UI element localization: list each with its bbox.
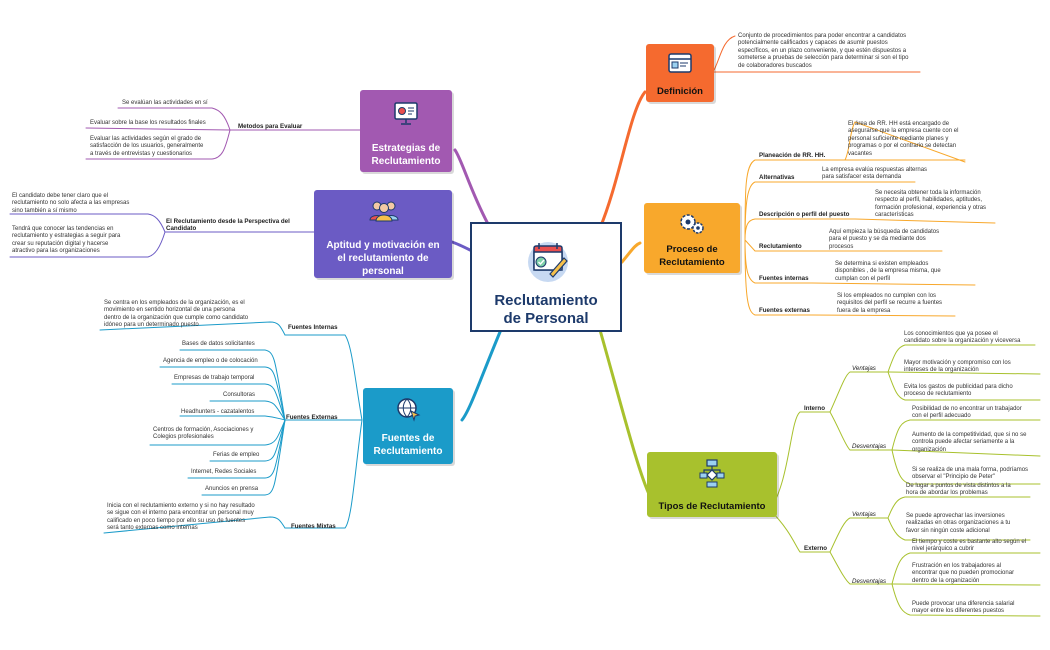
aptitud-item-2: Tendrá que conocer las tendencias en rec…	[12, 226, 121, 255]
branch-tipos	[598, 328, 654, 502]
gears-icon	[680, 214, 704, 234]
aptitud-item-1: El candidato debe tener claro que el rec…	[12, 193, 130, 214]
interno-desventaja-3: Si se realiza de una mala forma, podríam…	[912, 467, 1029, 481]
branch-estrategias	[453, 148, 490, 226]
externo-ventaja-1: De lugar a puntos de vista distintos a l…	[906, 483, 1011, 497]
branch-aptitud	[450, 240, 472, 252]
fuentes-internas-text: Se centra en los empleados de la organiz…	[104, 300, 249, 329]
estrategias-item-1: Se evalúan las actividades en sí	[122, 100, 208, 106]
proceso-text-planeacion: El área de RR. HH está encargado de aseg…	[848, 121, 959, 157]
proceso-label-reclutamiento: Reclutamiento	[759, 243, 802, 250]
estrategias-label: Metodos para Evaluar	[238, 123, 303, 130]
definicion-title: Definición	[657, 86, 703, 97]
fuentes-mixtas-text: Inicia con el reclutamiento externo y si…	[107, 503, 255, 532]
estrategias-item-3: Evaluar las actividades según el grado d…	[90, 136, 204, 157]
fuentes-externa-2: Agencia de empleo o de colocación	[163, 358, 258, 364]
tipos-interno-label: Interno	[804, 405, 825, 412]
interno-ventaja-2: Mayor motivación y compromiso con los in…	[904, 360, 1011, 374]
interno-ventajas-label: Ventajas	[852, 365, 876, 372]
branch-fuentes	[460, 330, 502, 422]
fuentes-externa-9: Anuncios en prensa	[205, 486, 259, 492]
node-tipos[interactable]: Tipos de Reclutamiento	[647, 452, 777, 517]
tipos-title: Tipos de Reclutamiento	[658, 501, 766, 512]
presentation-board-icon	[394, 102, 418, 125]
node-definicion[interactable]: Definición	[646, 44, 714, 102]
externo-desventaja-2: Frustración en los trabajadores al encon…	[912, 563, 1015, 584]
proceso-text-internas: Se determina si existen empleados dispon…	[835, 261, 941, 282]
interno-desventaja-2: Aumento de la competitividad, que si no …	[912, 432, 1027, 453]
globe-click-icon	[397, 398, 421, 422]
aptitud-label: El Reclutamiento desde la Perspectiva de…	[166, 218, 290, 232]
branch-proceso	[620, 241, 642, 264]
proceso-label-descripcion: Descripción o perfil del puesto	[759, 211, 850, 218]
fuentes-externa-1: Bases de datos solicitantes	[182, 341, 255, 347]
fuentes-internas-label: Fuentes Internas	[288, 324, 338, 331]
proceso-text-descripcion: Se necesita obtener toda la información …	[875, 190, 987, 219]
fuentes-externa-4: Consultoras	[223, 392, 256, 398]
fuentes-externas-label: Fuentes Externas	[286, 414, 338, 421]
tipos-externo-label: Externo	[804, 545, 828, 552]
fuentes-externa-5: Headhunters - cazatalentos	[181, 409, 255, 415]
interno-desventaja-1: Posibilidad de no encontrar un trabajado…	[912, 406, 1022, 420]
proceso-label-planeacion: Planeación de RR. HH.	[759, 152, 826, 159]
branch-definicion	[598, 90, 647, 230]
proceso-label-internas: Fuentes internas	[759, 275, 809, 282]
fuentes-mixtas-label: Fuentes Mixtas	[291, 523, 336, 530]
people-group-icon	[369, 201, 399, 222]
interno-ventaja-1: Los conocimientos que ya posee el candid…	[904, 331, 1021, 345]
flowchart-icon	[699, 459, 725, 488]
externo-desventajas-label: Desventajas	[852, 578, 887, 585]
interno-desventajas-label: Desventajas	[852, 443, 887, 450]
externo-desventaja-1: El tiempo y coste es bastante alto según…	[912, 539, 1027, 553]
browser-window-icon	[668, 53, 692, 73]
estrategias-item-2: Evaluar sobre la base los resultados fin…	[90, 120, 206, 126]
externo-desventaja-3: Puede provocar una diferencia salarial m…	[912, 601, 1015, 615]
proceso-label-alternativas: Alternativas	[759, 174, 795, 181]
proceso-text-externas: Si los empleados no cumplen con los requ…	[837, 293, 943, 314]
proceso-label-externas: Fuentes externas	[759, 307, 810, 314]
fuentes-externa-7: Ferias de empleo	[213, 452, 260, 458]
proceso-text-reclutamiento: Aquí empieza la búsqueda de candidatos p…	[829, 229, 940, 250]
interno-ventaja-3: Evita los gastos de publicidad para dich…	[904, 384, 1013, 398]
fuentes-externa-8: Internet, Redes Sociales	[191, 469, 257, 475]
definicion-text: Conjunto de procedimientos para poder en…	[738, 33, 909, 69]
fuentes-externa-6: Centros de formación, Asociaciones y Col…	[153, 427, 254, 441]
proceso-text-alternativas: La empresa evalúa respuestas alternas pa…	[822, 167, 928, 181]
calendar-check-icon	[528, 242, 568, 282]
externo-ventaja-2: Se puede aprovechar las inversiones real…	[906, 513, 1011, 534]
externo-ventajas-label: Ventajas	[852, 511, 876, 518]
fuentes-externa-3: Empresas de trabajo temporal	[174, 375, 255, 381]
